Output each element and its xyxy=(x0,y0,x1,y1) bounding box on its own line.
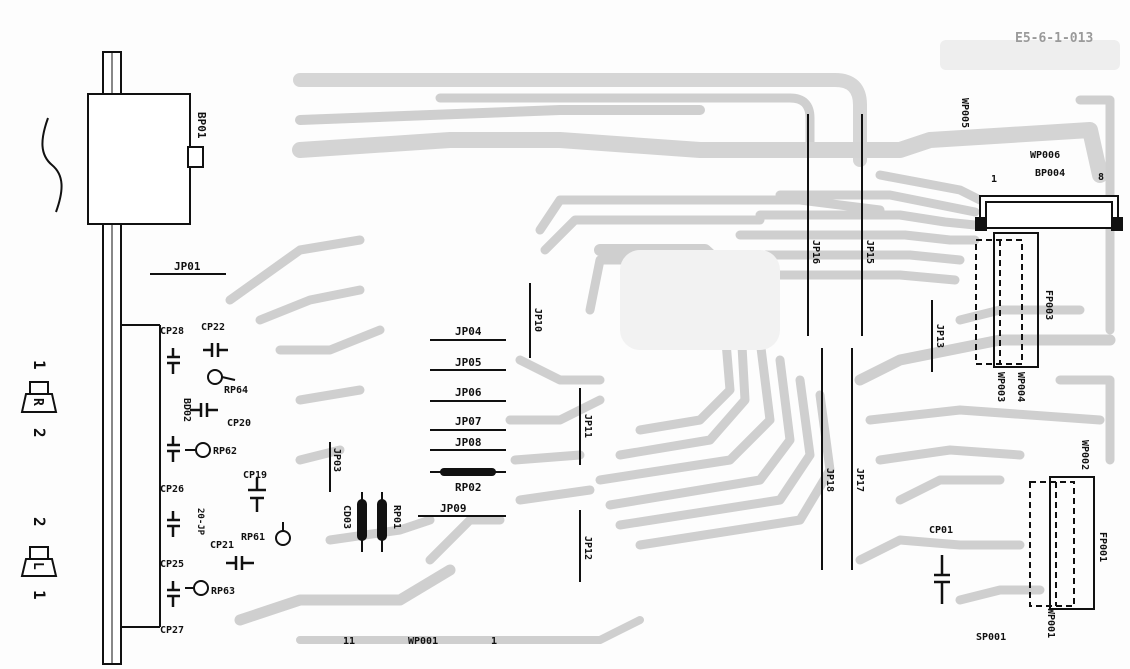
jp15-label: JP15 xyxy=(864,240,875,264)
speaker-right-letter: R xyxy=(30,398,45,406)
sp001-label: SP001 xyxy=(976,632,1006,643)
rp64-label: RP64 xyxy=(224,385,248,396)
ac-symbol-icon xyxy=(41,117,63,213)
jp06-label: JP06 xyxy=(455,386,482,399)
jumper-stack xyxy=(418,339,506,517)
jp05-label: JP05 xyxy=(455,356,482,369)
speaker-right-bottom-num: 2 xyxy=(30,428,49,438)
r20-label: 20-JP xyxy=(195,508,205,536)
jp16-label: JP16 xyxy=(810,240,821,264)
rp02-label: RP02 xyxy=(455,481,482,494)
bd02-label: BD02 xyxy=(181,398,192,422)
cp20-label: CP20 xyxy=(227,418,251,429)
rp63-label: RP63 xyxy=(211,586,235,597)
jp18-label: JP18 xyxy=(824,468,835,492)
wp001-label: WP001 xyxy=(408,636,438,647)
wp001-pin1-label: 1 xyxy=(491,636,497,647)
cp28-label: CP28 xyxy=(160,326,184,337)
bp004-pin8-label: 8 xyxy=(1098,172,1104,183)
speaker-left-letter: L xyxy=(30,562,45,570)
rp01-label: RP01 xyxy=(391,505,402,529)
cp01-label: CP01 xyxy=(929,525,953,536)
cd03-rp01-components xyxy=(357,492,387,552)
fp003-label: FP003 xyxy=(1043,290,1054,320)
speaker-left-icon xyxy=(20,546,58,577)
cp26-label: CP26 xyxy=(160,484,184,495)
bp01-label: BP01 xyxy=(195,112,208,139)
jp03-label: JP03 xyxy=(331,448,342,472)
rp02-resistor xyxy=(430,468,506,476)
bp004-label: BP004 xyxy=(1035,168,1065,179)
speaker-left-top-num: 2 xyxy=(30,517,49,527)
fp003-flex-cable xyxy=(975,232,1039,368)
rp61-label: RP61 xyxy=(241,532,265,543)
speaker-left-bottom-num: 1 xyxy=(30,590,49,600)
vertical-jumpers-right xyxy=(807,114,863,570)
cp01-capacitor xyxy=(934,555,950,604)
jp07-label: JP07 xyxy=(455,415,482,428)
copper-traces xyxy=(225,73,1116,644)
jp09-label: JP09 xyxy=(440,502,467,515)
cp22-label: CP22 xyxy=(201,322,225,333)
bp01-connector xyxy=(87,93,204,225)
jp11-label: JP11 xyxy=(582,414,593,438)
jp08-label: JP08 xyxy=(455,436,482,449)
cp27-label: CP27 xyxy=(160,625,184,636)
test-point-rings xyxy=(185,369,291,596)
jp01-label: JP01 xyxy=(174,260,201,273)
wp006-label: WP006 xyxy=(1030,150,1060,161)
vertical-jumpers-center xyxy=(529,283,581,582)
copper-pads xyxy=(620,40,1120,350)
cp21-label: CP21 xyxy=(210,540,234,551)
jp10-label: JP10 xyxy=(532,308,543,332)
cp25-label: CP25 xyxy=(160,559,184,570)
jp13-label: JP13 xyxy=(934,324,945,348)
wp002-label: WP002 xyxy=(1079,440,1090,470)
cp19-label: CP19 xyxy=(243,470,267,481)
wp001-pin11-label: 11 xyxy=(343,636,355,647)
rp62-label: RP62 xyxy=(213,446,237,457)
fp001-label: FP001 xyxy=(1097,532,1108,562)
bp004-connector xyxy=(975,195,1123,231)
fp001-flex-cable xyxy=(1029,476,1095,610)
left-capacitors xyxy=(167,343,266,607)
jp17-label: JP17 xyxy=(854,468,865,492)
jp12-label: JP12 xyxy=(582,536,593,560)
board-code: E5-6-1-013 xyxy=(1015,31,1093,46)
left-bus xyxy=(121,324,161,628)
cd03-label: CD03 xyxy=(341,505,352,529)
speaker-right-icon xyxy=(20,381,58,413)
speaker-right-top-num: 1 xyxy=(30,360,49,370)
bp004-pin1-label: 1 xyxy=(991,174,997,185)
jp04-label: JP04 xyxy=(455,325,482,338)
wp001-right-label: WP001 xyxy=(1045,608,1056,638)
wp004-label: WP004 xyxy=(1015,372,1026,402)
wp005-label: WP005 xyxy=(959,98,970,128)
wp003-label: WP003 xyxy=(995,372,1006,402)
